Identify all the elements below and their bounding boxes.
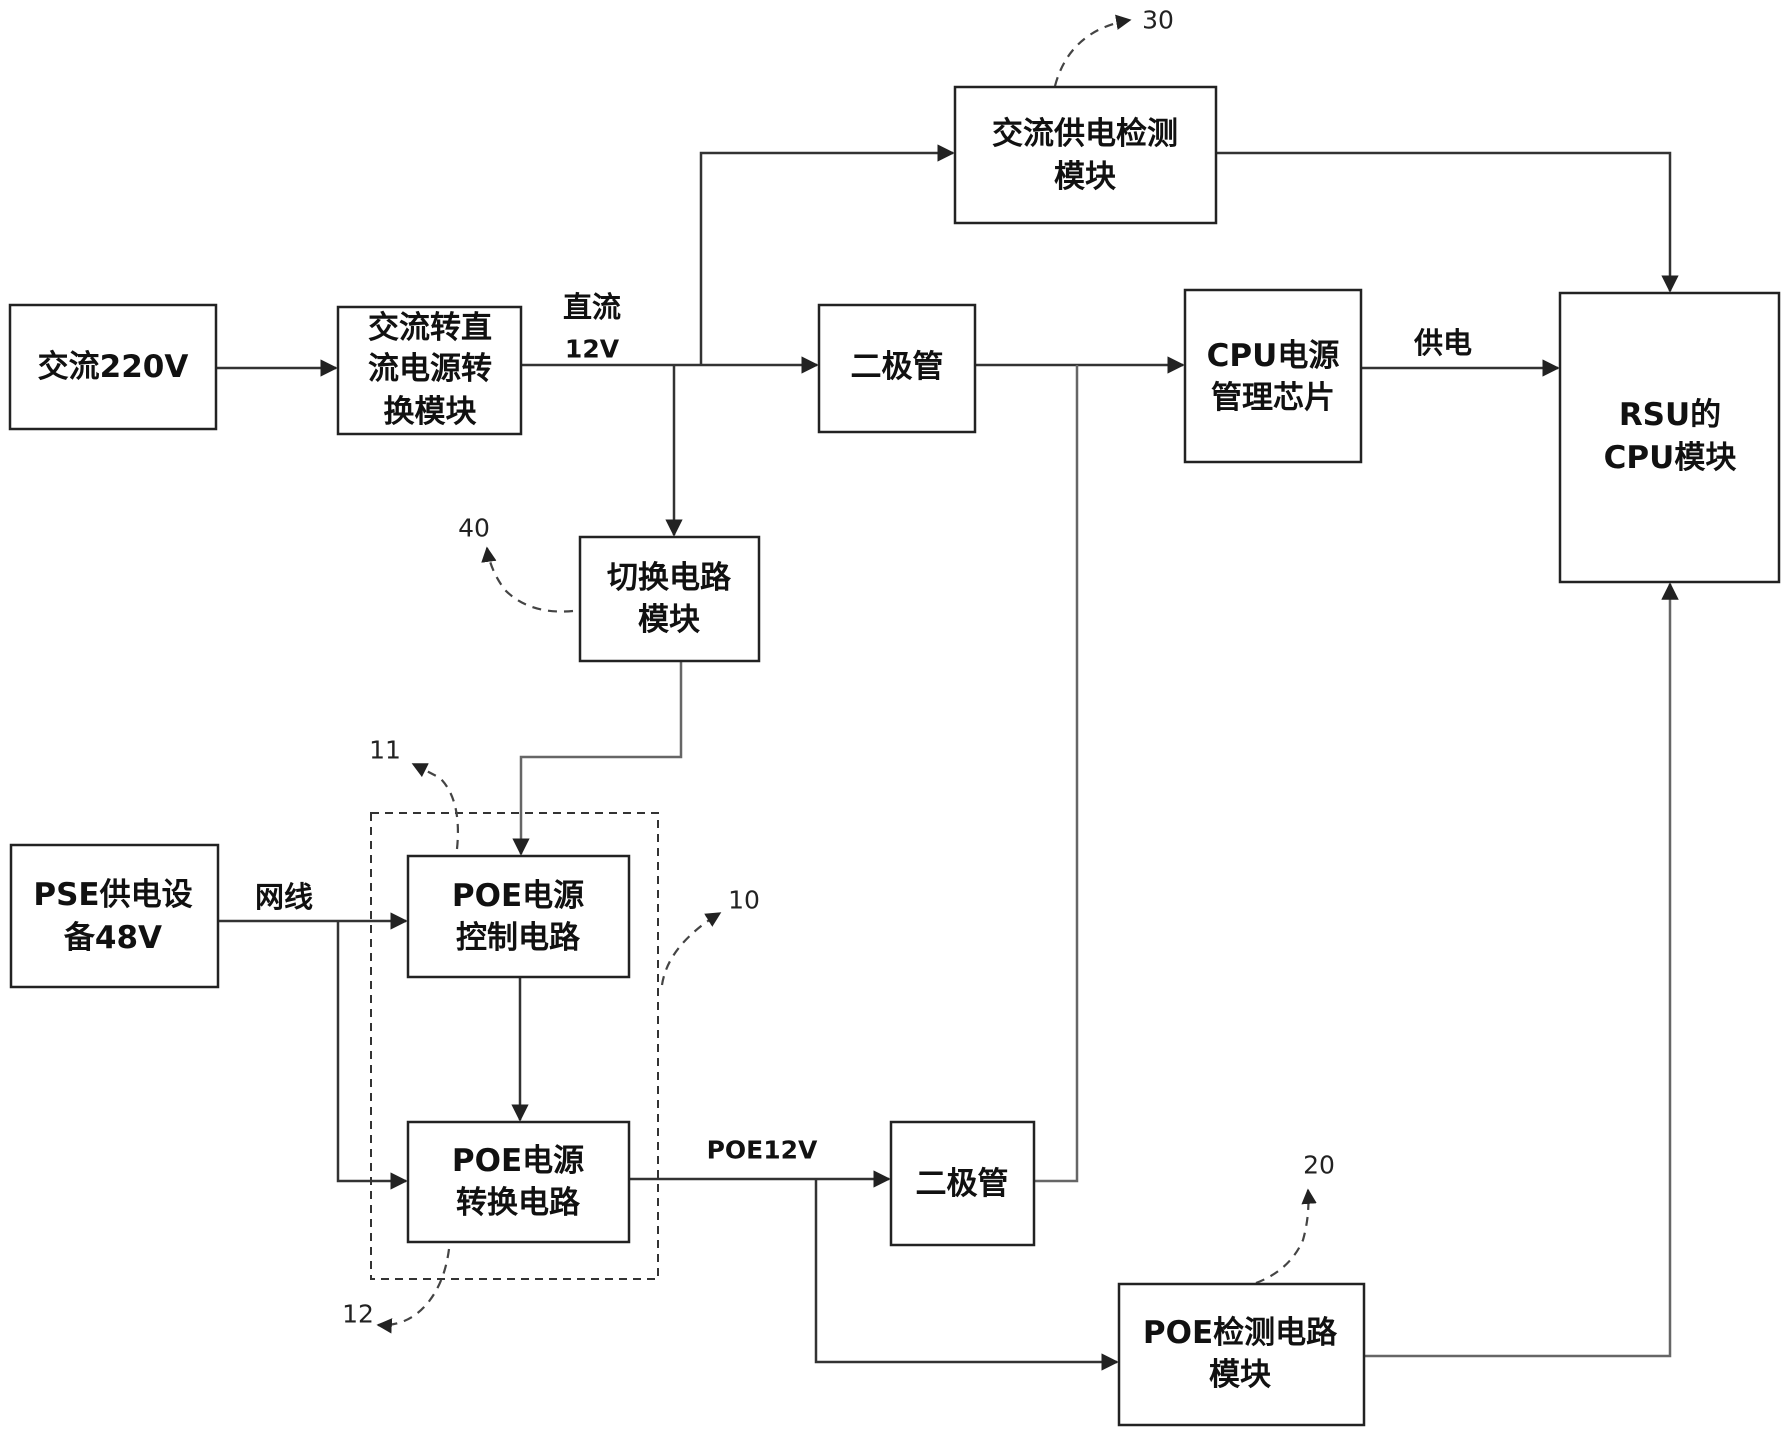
edge-label-poe12v: POE12V: [707, 1136, 818, 1165]
block-label: POE检测电路: [1143, 1315, 1338, 1351]
block-ac220: 交流220V: [8, 303, 218, 431]
edge-label-supply: 供电: [1413, 326, 1472, 360]
block-label: 模块: [638, 602, 700, 638]
block-label: CPU模块: [1604, 440, 1737, 476]
block-label: 交流220V: [38, 349, 189, 385]
ref-20: 20: [1303, 1151, 1335, 1180]
block-label: POE电源: [452, 1143, 584, 1179]
block-label: 备48V: [63, 920, 162, 956]
block-label: 切换电路: [607, 560, 732, 596]
block-ac-detect: 交流供电检测 模块: [953, 85, 1218, 225]
block-label: RSU的: [1619, 397, 1721, 433]
block-label: 模块: [1209, 1357, 1271, 1393]
edge-label-network-cable: 网线: [255, 880, 313, 914]
ref-10: 10: [728, 886, 760, 915]
ref-12: 12: [342, 1300, 374, 1329]
wire-ac-detect-to-rsu: [1216, 151, 1679, 293]
leader-10: [660, 912, 722, 986]
leader-11: [411, 763, 459, 850]
leader-20: [1255, 1188, 1317, 1285]
ref-40: 40: [458, 514, 490, 543]
ref-30: 30: [1142, 6, 1174, 35]
block-label: POE电源: [452, 878, 584, 914]
edge-label-12v: 12V: [565, 335, 620, 364]
leader-30: [1053, 14, 1132, 87]
block-label: 流电源转: [368, 351, 492, 387]
block-label: 交流转直: [368, 310, 492, 346]
leader-12: [376, 1248, 451, 1334]
block-label: 二极管: [851, 349, 944, 385]
block-label: 模块: [1054, 159, 1116, 195]
wire-switch-to-poe-ctrl: [512, 661, 683, 856]
block-label: CPU电源: [1207, 338, 1340, 374]
leader-40: [481, 546, 574, 613]
block-label: 控制电路: [456, 920, 581, 956]
block-label: 换模块: [384, 394, 477, 430]
wire-poe-detect-to-rsu: [1364, 582, 1679, 1358]
block-pse: PSE供电设 备48V: [9, 843, 220, 989]
wire-poe12v-to-poe-detect: [814, 1179, 1119, 1371]
wire-branch-to-ac-detect: [699, 144, 955, 365]
block-diode-bottom: 二极管: [889, 1120, 1036, 1247]
wire-diode-bottom-to-main: [1034, 365, 1079, 1183]
block-label: PSE供电设: [33, 877, 192, 913]
block-cpu-pmic: CPU电源 管理芯片: [1183, 288, 1363, 464]
block-label: 管理芯片: [1211, 380, 1335, 416]
block-poe-control: POE电源 控制电路: [406, 854, 631, 979]
wire-pse-to-poe-conv: [336, 921, 408, 1190]
block-rsu-cpu: RSU的 CPU模块: [1558, 291, 1781, 584]
block-acdc-converter: 交流转直 流电源转 换模块: [336, 305, 523, 436]
block-label: 交流供电检测: [992, 116, 1178, 152]
block-label: 转换电路: [456, 1185, 581, 1221]
ref-11: 11: [369, 736, 401, 765]
block-label: 二极管: [916, 1166, 1009, 1202]
connections: [216, 144, 1679, 1371]
block-switch-circuit: 切换电路 模块: [578, 535, 761, 663]
block-poe-conversion: POE电源 转换电路: [406, 1120, 631, 1244]
block-poe-detect: POE检测电路 模块: [1117, 1282, 1366, 1427]
edge-label-dc: 直流: [563, 290, 621, 324]
reference-leaders: [376, 14, 1317, 1334]
block-diode-top: 二极管: [817, 303, 977, 434]
poe-module-group: [370, 812, 659, 1280]
